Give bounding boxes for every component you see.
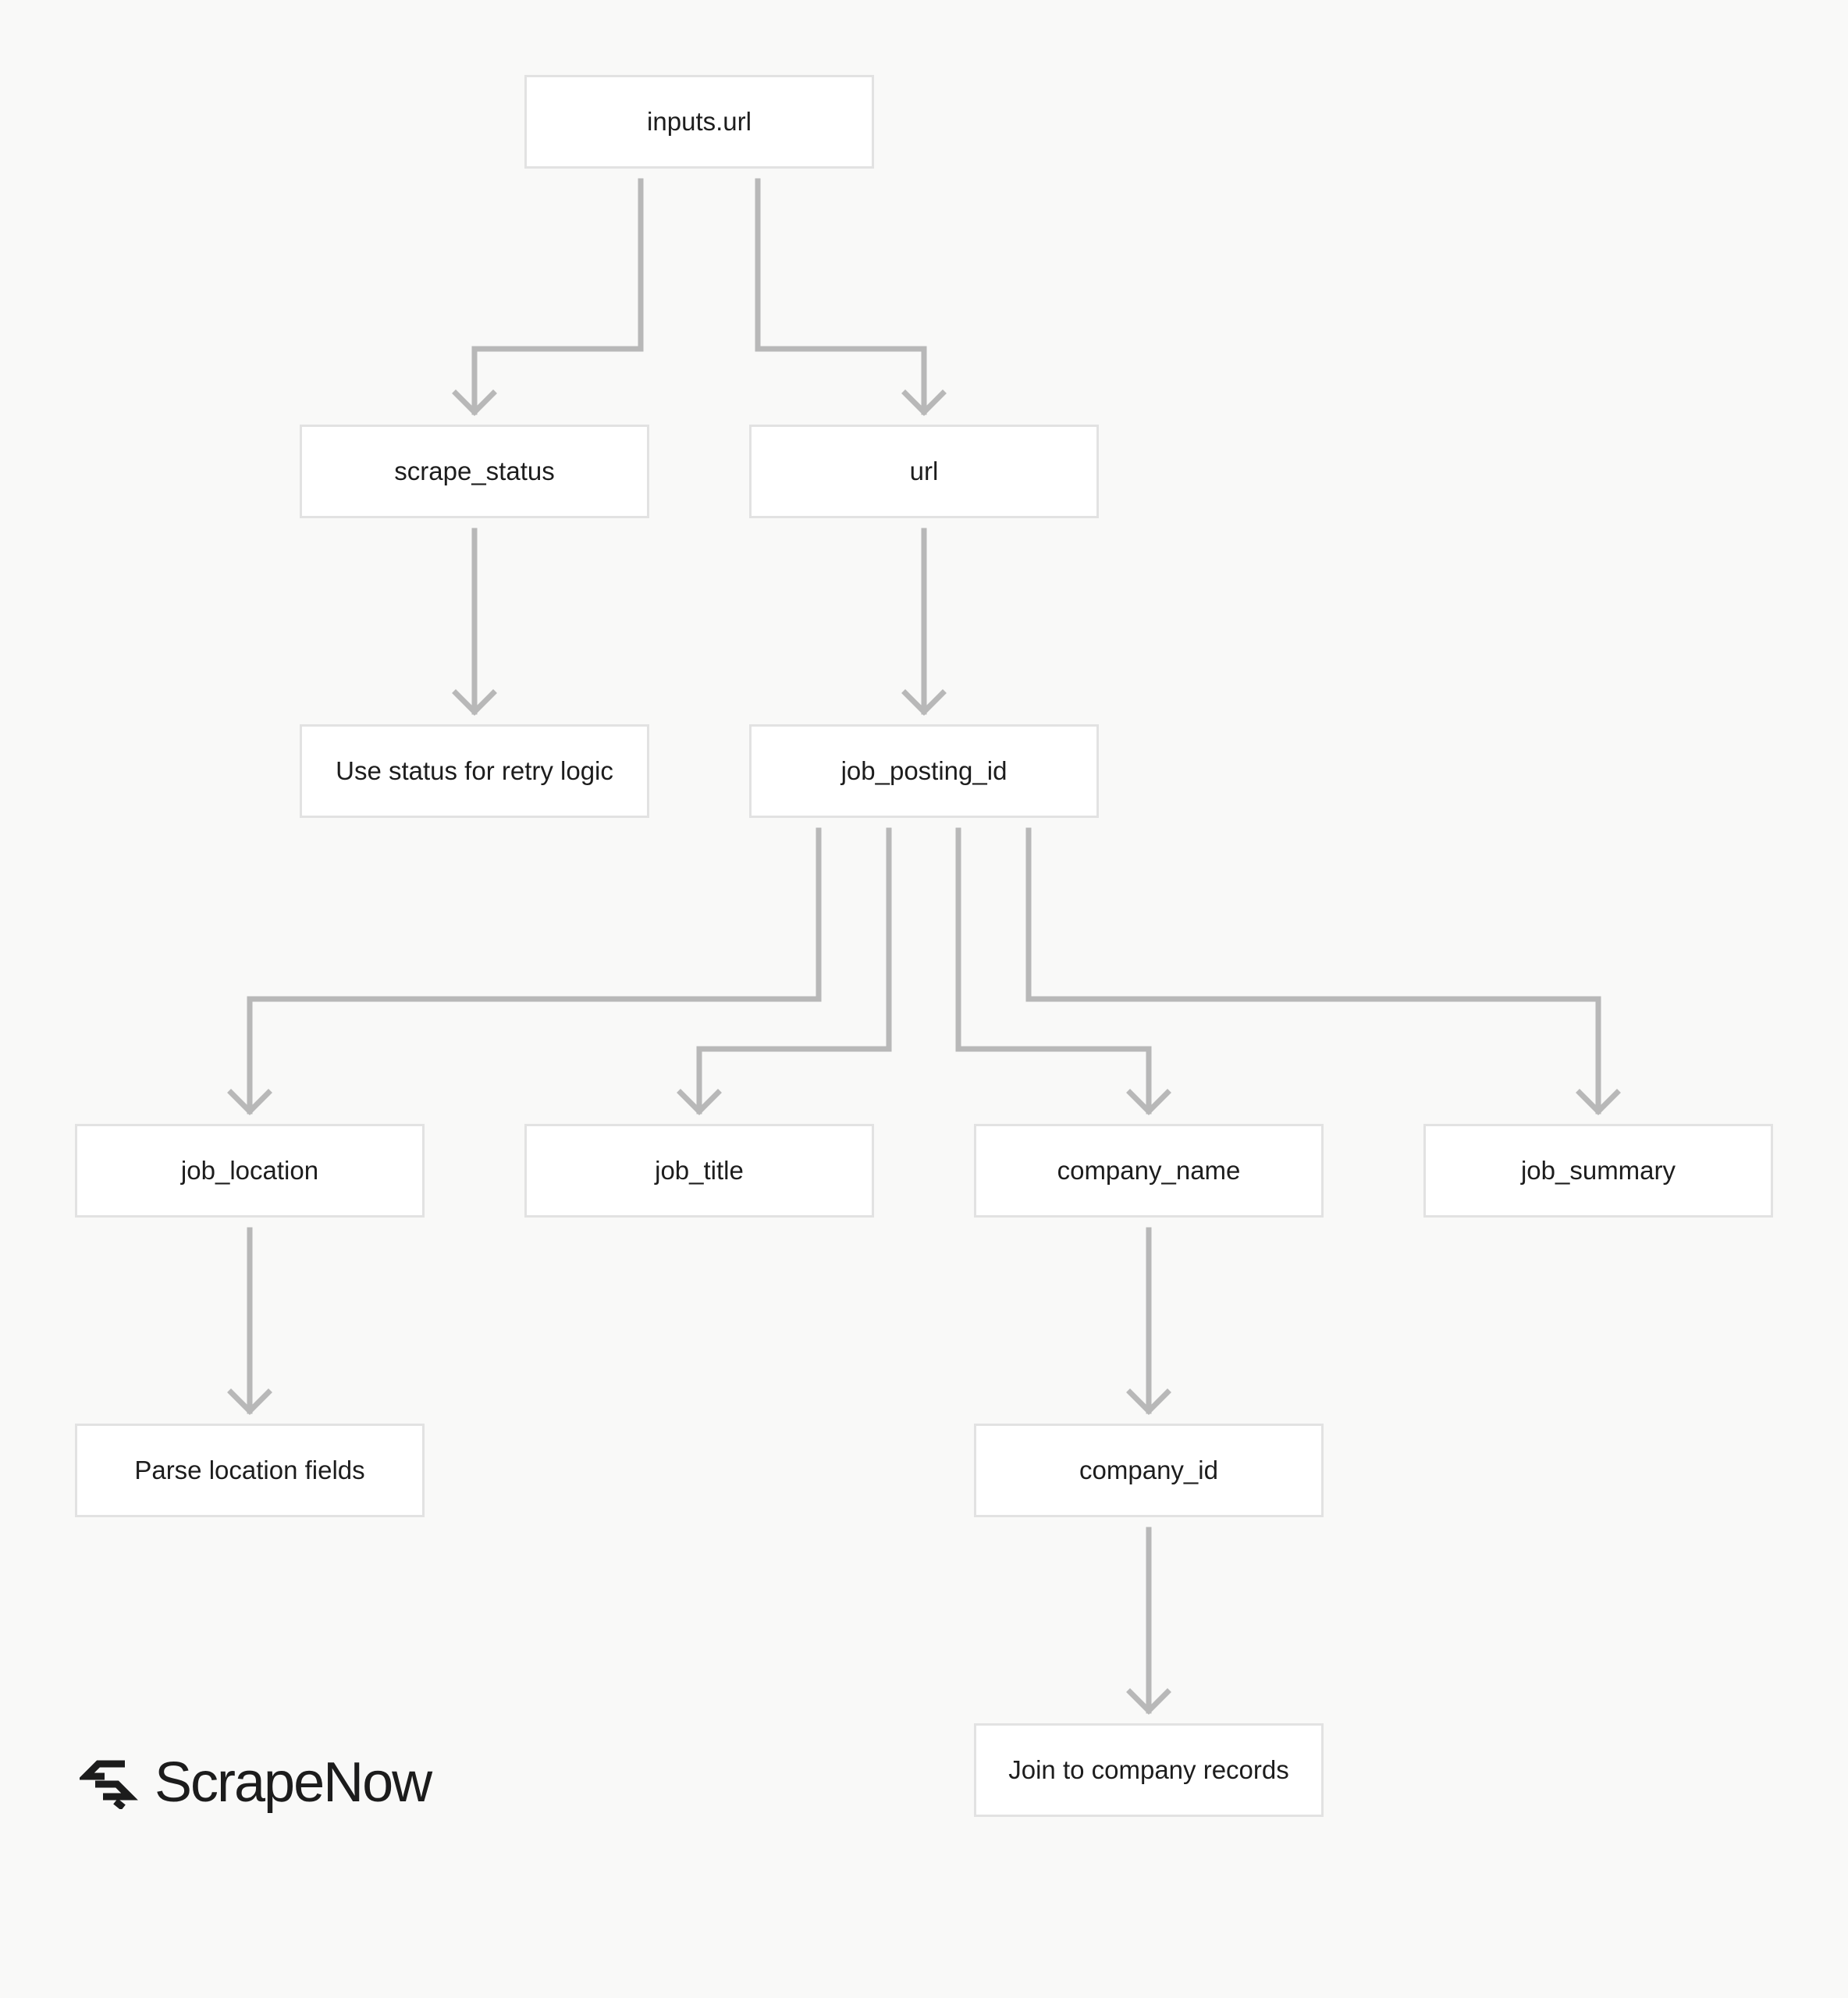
edge-inputs-url-to-scrape-status [471,178,644,415]
edge-arrowhead [1126,1089,1171,1115]
node-company-id: company_id [974,1424,1324,1517]
node-job-location: job_location [75,1124,425,1218]
edge-job-posting-id-to-company-name [955,827,1152,1115]
node-job-title: job_title [524,1124,874,1218]
node-job-posting-id: job_posting_id [749,724,1099,818]
edge-arrowhead [452,389,497,416]
edge-arrowhead [1126,1388,1171,1415]
edge-inputs-url-to-url [755,178,927,415]
node-company-name: company_name [974,1124,1324,1218]
edge-job-posting-id-to-job-title [696,827,892,1115]
node-inputs-url: inputs.url [524,75,874,169]
node-join-company: Join to company records [974,1723,1324,1817]
edge-arrowhead [1576,1089,1621,1115]
edge-arrowhead [227,1089,272,1115]
node-job-summary: job_summary [1423,1124,1773,1218]
node-scrape-status: scrape_status [300,425,649,518]
node-retry-logic: Use status for retry logic [300,724,649,818]
brand-logo: ScrapeNow [80,1748,432,1817]
node-parse-location: Parse location fields [75,1424,425,1517]
edge-arrowhead [452,689,497,716]
scrapenow-logo-icon [80,1760,138,1809]
node-url: url [749,425,1099,518]
brand-name: ScrapeNow [155,1751,432,1814]
edge-arrowhead [901,689,947,716]
edge-job-posting-id-to-job-summary [1025,827,1601,1115]
edge-arrowhead [901,389,947,416]
edge-job-posting-id-to-job-location [247,827,822,1115]
edge-arrowhead [677,1089,722,1115]
edge-arrowhead [227,1388,272,1415]
edge-arrowhead [1126,1688,1171,1715]
